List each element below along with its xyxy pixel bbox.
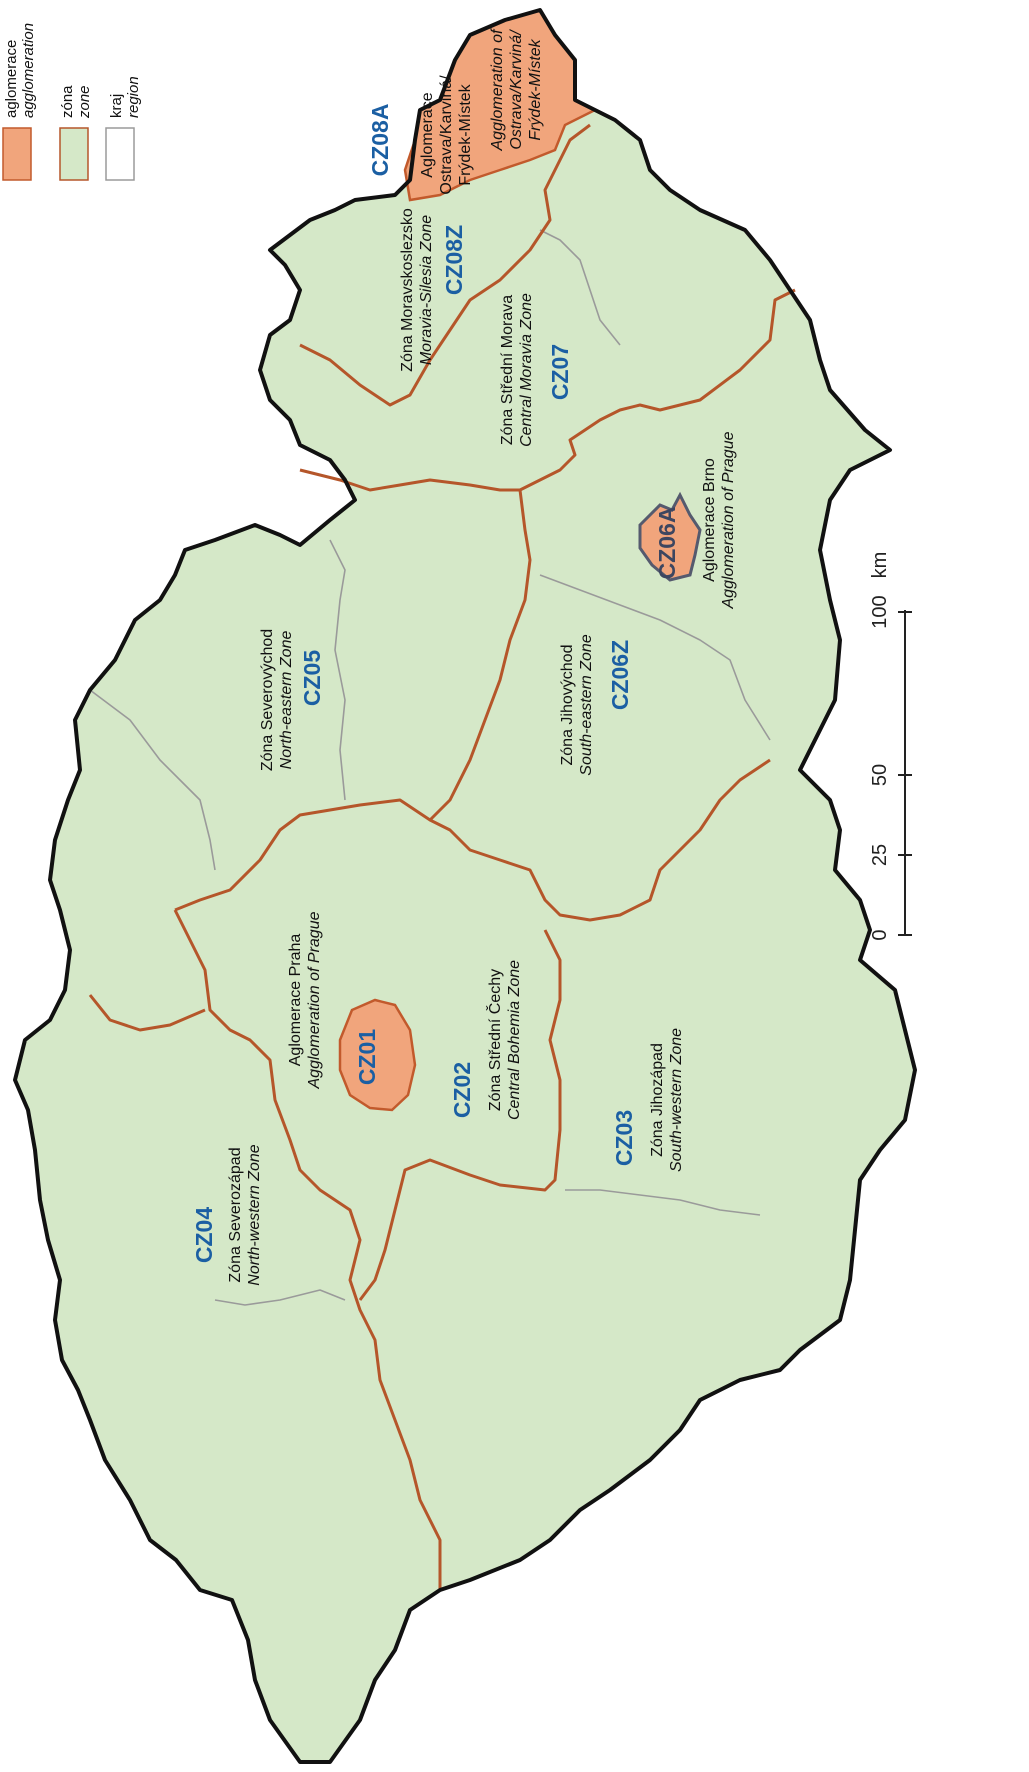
zone-name-cz02: Zóna Střední Čechy [485,969,504,1111]
scale-label-25: 25 [869,844,891,866]
zone-code-cz08z: CZ08Z [441,225,467,295]
legend-agglomeration-cs: aglomerace [3,40,20,118]
zone-borders [88,123,796,1590]
agglomeration-prague-area [338,998,417,1112]
zone-code-cz06a: CZ06A [654,507,680,580]
zone-code-cz08a: CZ08A [367,104,393,177]
zone-name-en-cz03: South-western Zone [668,1028,685,1172]
zone-name-en-cz06z: South-eastern Zone [578,634,595,776]
zone-border [299,288,796,492]
zone-border [299,123,591,407]
zone-code-cz05: CZ05 [299,650,325,706]
zone-name-cz08a-line3: Frýdek-Místek [457,83,474,185]
zone-border [358,929,562,1301]
zone-code-cz03: CZ03 [611,1110,637,1166]
zone-name-cz07: Zóna Střední Morava [499,295,516,445]
scale-label-0: 0 [869,929,891,940]
zone-border [88,994,206,1032]
zone-code-cz07: CZ07 [547,344,573,400]
legend-agglomeration-en: agglomeration [20,23,37,118]
zone-name-en-cz08a-line3: Frýdek-Místek [527,38,544,140]
legend-swatch-agglomeration [2,127,32,181]
legend-swatch-region [105,127,135,181]
scale-unit: km [869,552,891,579]
zone-name-en-cz06a: Agglomeration of Prague [720,431,737,609]
country-border [13,8,917,1764]
zone-border [173,909,442,1590]
scale-bar: 0 25 50 100 km [869,552,912,941]
zone-code-cz01: CZ01 [354,1029,380,1085]
zone-name-en-cz04: North-western Zone [246,1144,263,1285]
zone-code-cz06z: CZ06Z [607,640,633,710]
zone-name-en-cz08a-line2: Ostrava/Karviná/ [508,29,525,150]
zone-border [174,758,771,922]
zone-name-cz01: Aglomerace Praha [287,934,304,1067]
zone-name-cz08z: Zóna Moravskoslezsko [399,208,416,372]
zone-code-cz02: CZ02 [449,1062,475,1118]
zone-name-en-cz07: Central Moravia Zone [518,293,535,447]
legend-region-en: region [125,76,142,118]
zone-border [428,489,532,822]
region-border [539,574,771,741]
zone-name-en-cz08z: Moravia-Silesia Zone [418,215,435,365]
legend-zone-en: zone [76,85,93,119]
legend-swatch-zone [59,127,89,181]
zone-name-cz08a-line2: Ostrava/Karviná/ [438,75,455,195]
region-border [89,689,216,871]
scale-label-100: 100 [869,595,891,628]
zone-name-en-cz02: Central Bohemia Zone [506,960,523,1120]
legend-zone-cs: zóna [59,85,76,118]
country-fill [15,10,915,1762]
zone-name-cz06a: Aglomerace Brno [701,458,718,582]
zone-name-en-cz08a-line1: Agglomeration of [489,28,506,152]
zone-name-cz04: Zóna Severozápad [227,1147,244,1282]
region-borders [89,229,771,1306]
zone-name-cz08a-line1: Aglomerace [419,92,436,177]
agglomeration-brno-area [638,491,702,582]
zone-name-cz05: Zóna Severovýchod [259,629,276,771]
region-border [539,229,621,346]
zone-name-en-cz05: North-eastern Zone [278,631,295,770]
region-border [329,539,346,801]
zone-name-cz03: Zóna Jihozápad [649,1043,666,1157]
scale-label-50: 50 [869,764,891,786]
region-border [214,1289,346,1306]
zone-code-cz04: CZ04 [191,1207,217,1263]
region-border [565,1189,761,1216]
zone-name-cz06z: Zóna Jihovýchod [559,645,576,766]
zone-name-en-cz01: Agglomeration of Prague [306,911,323,1089]
legend-region-cs: kraj [108,94,125,118]
legend: aglomerace agglomeration zóna zone kraj … [2,23,142,181]
